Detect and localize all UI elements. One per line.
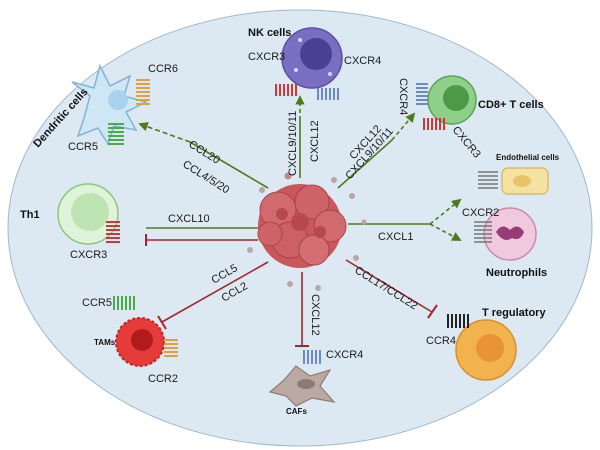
- tam-ccr5-receptor: [113, 296, 135, 310]
- th1-cxcr3-receptor: [106, 221, 120, 243]
- tumor-cluster: [247, 172, 367, 291]
- tam-ccr2-receptor: [164, 339, 178, 357]
- caf-cxcr4-label: CXCR4: [326, 349, 363, 361]
- tams-title: TAMs: [94, 338, 116, 347]
- dc-ccr5-label: CCR5: [68, 141, 98, 153]
- arrow-dendritic: [189, 141, 269, 189]
- endothelial-cell: [478, 167, 549, 195]
- neutrophil-cell: [474, 207, 537, 261]
- ligand-nk-cxcl9-10-11: CXCL9/10/11: [287, 111, 299, 176]
- caf-cxcr4-receptor: [303, 350, 321, 364]
- ligand-neut-cxcl1: CXCL1: [378, 231, 413, 243]
- dendritic-cell: [71, 63, 150, 146]
- arrow-dendritic-dashed: [138, 122, 191, 143]
- arrow-cd8-dashed: [391, 112, 416, 141]
- th1-title: Th1: [20, 209, 40, 221]
- cafs-title: CAFs: [286, 407, 307, 416]
- nk-cell: [275, 27, 343, 100]
- dc-ccr6-receptor: [136, 79, 150, 105]
- ligand-caf-cxcl12: CXCL12: [309, 294, 321, 336]
- treg-ccr4-receptor: [447, 314, 469, 328]
- neut-cxcr2-receptor: [474, 221, 492, 243]
- inhibit-tams: [161, 261, 269, 323]
- cd8-cxcr4-label: CXCR4: [397, 78, 409, 115]
- th1-cxcr3-label: CXCR3: [70, 249, 107, 261]
- neut-cxcr2-label: CXCR2: [462, 207, 499, 219]
- dc-ccr5-receptor: [108, 123, 124, 145]
- cd8-cxcr3-receptor: [423, 118, 445, 130]
- tam-ccr2-label: CCR2: [148, 373, 178, 385]
- nk-cxcr3-label: CXCR3: [248, 51, 285, 63]
- neutrophils-title: Neutrophils: [486, 267, 547, 279]
- caf-cell: [268, 350, 336, 407]
- dc-ccr6-label: CCR6: [148, 63, 178, 75]
- nk-cxcr4-receptor: [317, 88, 339, 100]
- nk-cells-title: NK cells: [248, 27, 291, 39]
- cd8-cells-title: CD8+ T cells: [478, 99, 544, 111]
- tam-cell: [113, 296, 178, 367]
- endothelial-title: Endothelial cells: [496, 153, 560, 162]
- nk-cxcr3-receptor: [275, 84, 297, 96]
- arrow-cd8: [337, 139, 393, 189]
- treg-cell: [447, 314, 517, 381]
- ligand-nk-cxcl12: CXCL12: [309, 120, 321, 162]
- inhibit-treg: [345, 259, 433, 313]
- ligand-th1-cxcl10: CXCL10: [168, 213, 210, 225]
- treg-ccr4-label: CCR4: [426, 335, 456, 347]
- arrows: [138, 95, 462, 347]
- treg-title: T regulatory: [482, 307, 546, 319]
- tam-ccr5-label: CCR5: [82, 297, 112, 309]
- cd8-cxcr4-receptor: [416, 83, 428, 105]
- th1-cell: [57, 183, 120, 245]
- cd8-t-cell: [416, 75, 477, 130]
- nk-cxcr4-label: CXCR4: [344, 55, 381, 67]
- arrow-neutrophils-dashed: [429, 223, 462, 241]
